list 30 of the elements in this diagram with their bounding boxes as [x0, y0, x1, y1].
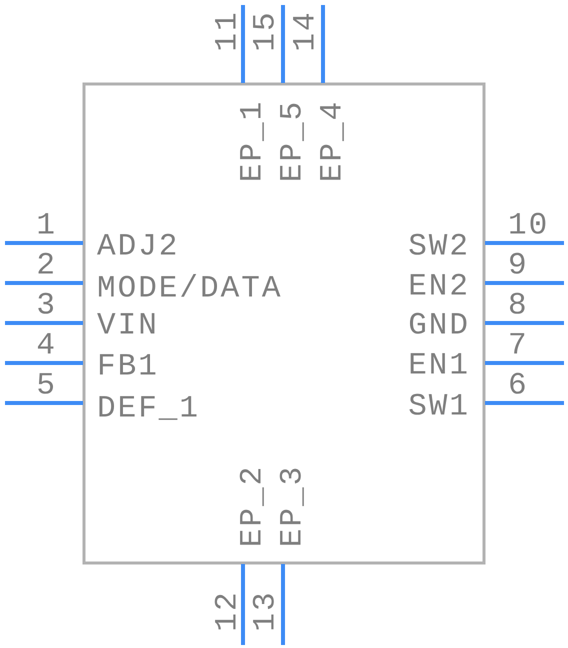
pin-name: DEF_1 — [97, 394, 200, 424]
pin-name: SW2 — [408, 232, 470, 262]
pin-number: 13 — [250, 590, 282, 632]
pin-name: EP_2 — [238, 464, 268, 548]
pin-number: 4 — [36, 330, 57, 362]
pin-name: SW1 — [408, 392, 470, 422]
pin-name: EN1 — [408, 350, 470, 382]
pin-name: EP_5 — [278, 100, 308, 182]
pin-number: 12 — [212, 590, 244, 632]
pin-number: 14 — [290, 10, 322, 52]
pin-number: 6 — [508, 370, 529, 402]
pin-name: MODE/DATA — [97, 274, 282, 304]
pin-number: 7 — [508, 330, 529, 362]
pin-name: EN2 — [408, 272, 470, 302]
pin-number: 1 — [36, 210, 57, 242]
pin-number: 15 — [250, 10, 282, 52]
pin-name: EP_4 — [318, 100, 348, 182]
pin-name: EP_1 — [238, 100, 268, 182]
pin-number: 5 — [36, 370, 57, 402]
pin-number: 10 — [508, 210, 550, 242]
pin-number: 8 — [508, 290, 529, 322]
pin-number: 11 — [212, 10, 244, 52]
pin-name: VIN — [97, 310, 159, 342]
pin-name: ADJ2 — [97, 232, 180, 262]
pin-name: EP_3 — [278, 464, 308, 548]
pin-number: 9 — [508, 250, 529, 282]
pin-number: 2 — [36, 250, 57, 282]
pin-name: FB1 — [97, 352, 159, 382]
pin-name: GND — [408, 310, 470, 342]
pin-number: 3 — [36, 290, 57, 322]
